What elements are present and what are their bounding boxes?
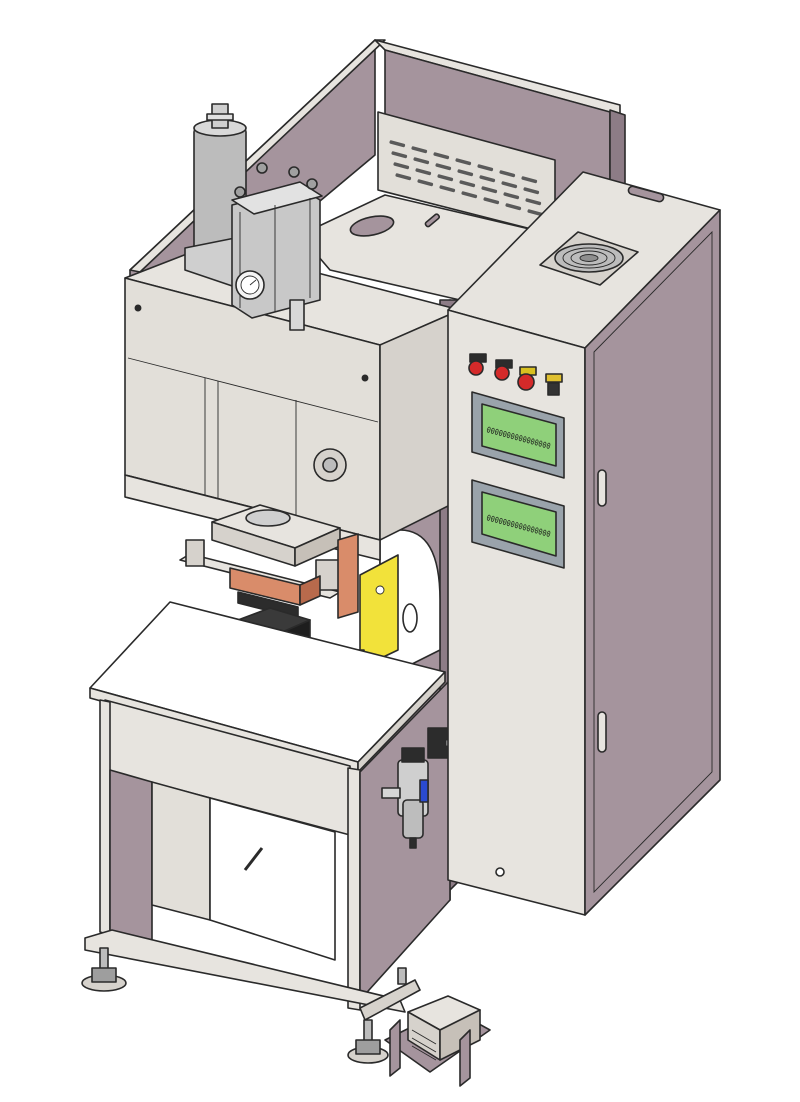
vent-slot <box>433 152 450 160</box>
screw-icon <box>361 374 369 382</box>
front-cylinder-top <box>231 181 323 215</box>
table-right-side-panel <box>359 679 451 1001</box>
vent-slot <box>499 170 516 178</box>
pedal-rib <box>411 1045 437 1061</box>
vent-slot <box>477 164 494 172</box>
leveling-foot-right <box>347 1019 389 1064</box>
cabinet-top-slot <box>627 185 665 203</box>
bolt-icon <box>234 186 246 198</box>
lower-hmi-screen[interactable] <box>481 491 557 557</box>
vent-slot <box>417 179 434 187</box>
table-lower-cabinet-inner <box>209 797 336 961</box>
filter-blue-band <box>419 779 429 803</box>
piston-rod <box>289 299 305 331</box>
vent-slot <box>461 191 478 199</box>
cabinet-right-side <box>584 209 721 916</box>
vent-slot <box>437 174 454 182</box>
leveling-foot-left <box>81 947 127 992</box>
electrical-cabinet: 0000000000000000 0000000000000000 <box>447 171 721 916</box>
vent-slot <box>415 168 432 176</box>
vent-slot <box>503 192 520 200</box>
vent-slot <box>483 197 500 205</box>
bolt-icon <box>288 166 300 178</box>
pedal-housing-side <box>439 1009 481 1061</box>
vent-slot <box>395 173 412 181</box>
emergency-stop-button-icon[interactable] <box>517 366 537 391</box>
yellow-plate-slot <box>402 603 418 633</box>
vent-slot <box>521 176 538 184</box>
yellow-plate-hole <box>375 585 385 595</box>
vent-slot <box>527 209 544 217</box>
table-tray-rim-right <box>357 671 446 773</box>
pressure-gauge-needle-icon <box>249 279 257 286</box>
shelf-slot-large <box>349 215 395 237</box>
door-lock-icon <box>495 867 505 877</box>
filter-drain <box>409 837 417 849</box>
work-table <box>89 601 451 1011</box>
door-handle-lower <box>597 711 607 753</box>
upper-copper-side <box>299 575 321 606</box>
upper-bracket-left <box>185 539 205 567</box>
main-cylinder-top-nut <box>206 113 234 121</box>
vent-slot <box>411 146 428 154</box>
leveling-foot-back <box>397 967 407 985</box>
base-frame <box>81 929 421 1064</box>
vent-slot <box>479 175 496 183</box>
vent-slot <box>455 158 472 166</box>
vent-slot <box>391 151 408 159</box>
copper-strap <box>337 533 359 619</box>
upper-spindle <box>245 509 291 527</box>
vent-slot <box>481 186 498 194</box>
cabinet-front-door <box>447 309 586 916</box>
vent-slot <box>389 140 406 148</box>
pedal-rib <box>411 1037 437 1053</box>
filter-cap <box>401 747 425 763</box>
red-mushroom-button-1-icon[interactable] <box>468 353 487 376</box>
table-right-leg <box>347 767 361 1011</box>
vent-slot <box>459 180 476 188</box>
filter-side-fitting <box>381 787 401 799</box>
table-lower-cabinet-front <box>151 781 211 921</box>
vent-slot <box>413 157 430 165</box>
upper-hmi-panel: 0000000000000000 <box>471 391 565 479</box>
table-side-panel <box>109 769 153 941</box>
yellow-plate <box>359 554 399 669</box>
bolt-icon <box>306 178 318 190</box>
filter-bowl <box>402 799 424 839</box>
vent-slot <box>525 198 542 206</box>
pedal-guard-right <box>459 1029 471 1087</box>
door-handle-upper <box>597 469 607 507</box>
vent-slot <box>523 187 540 195</box>
table-left-leg <box>99 699 111 936</box>
head-seam-h <box>127 357 379 423</box>
vent-slot <box>439 185 456 193</box>
pedal-rib <box>411 1029 437 1045</box>
lower-hmi-panel: 0000000000000000 <box>471 479 565 569</box>
pedal-guard-left <box>389 1019 401 1077</box>
vent-slot <box>505 203 522 211</box>
selector-switch-icon[interactable] <box>545 373 563 396</box>
foot-pedal <box>384 995 491 1087</box>
vent-slots <box>389 140 544 217</box>
head-gauge-inner-icon <box>322 457 338 473</box>
cabinet-side-panel-inner <box>593 230 713 894</box>
vent-slot <box>393 162 410 170</box>
cabinet-slot <box>243 847 264 871</box>
vent-slot <box>435 163 452 171</box>
base-bottom-frame <box>84 929 406 1013</box>
screw-icon <box>134 304 142 312</box>
bolt-icon <box>256 162 268 174</box>
cooling-fan-icon <box>539 231 639 286</box>
pneumatic-cylinders <box>184 103 323 331</box>
red-mushroom-button-2-icon[interactable] <box>494 359 513 381</box>
base-right-rail <box>359 979 421 1021</box>
upper-hmi-screen[interactable] <box>481 403 557 467</box>
vent-slot <box>457 169 474 177</box>
vent-slot <box>501 181 518 189</box>
shelf-slot-small <box>424 213 441 228</box>
control-buttons <box>468 353 563 396</box>
